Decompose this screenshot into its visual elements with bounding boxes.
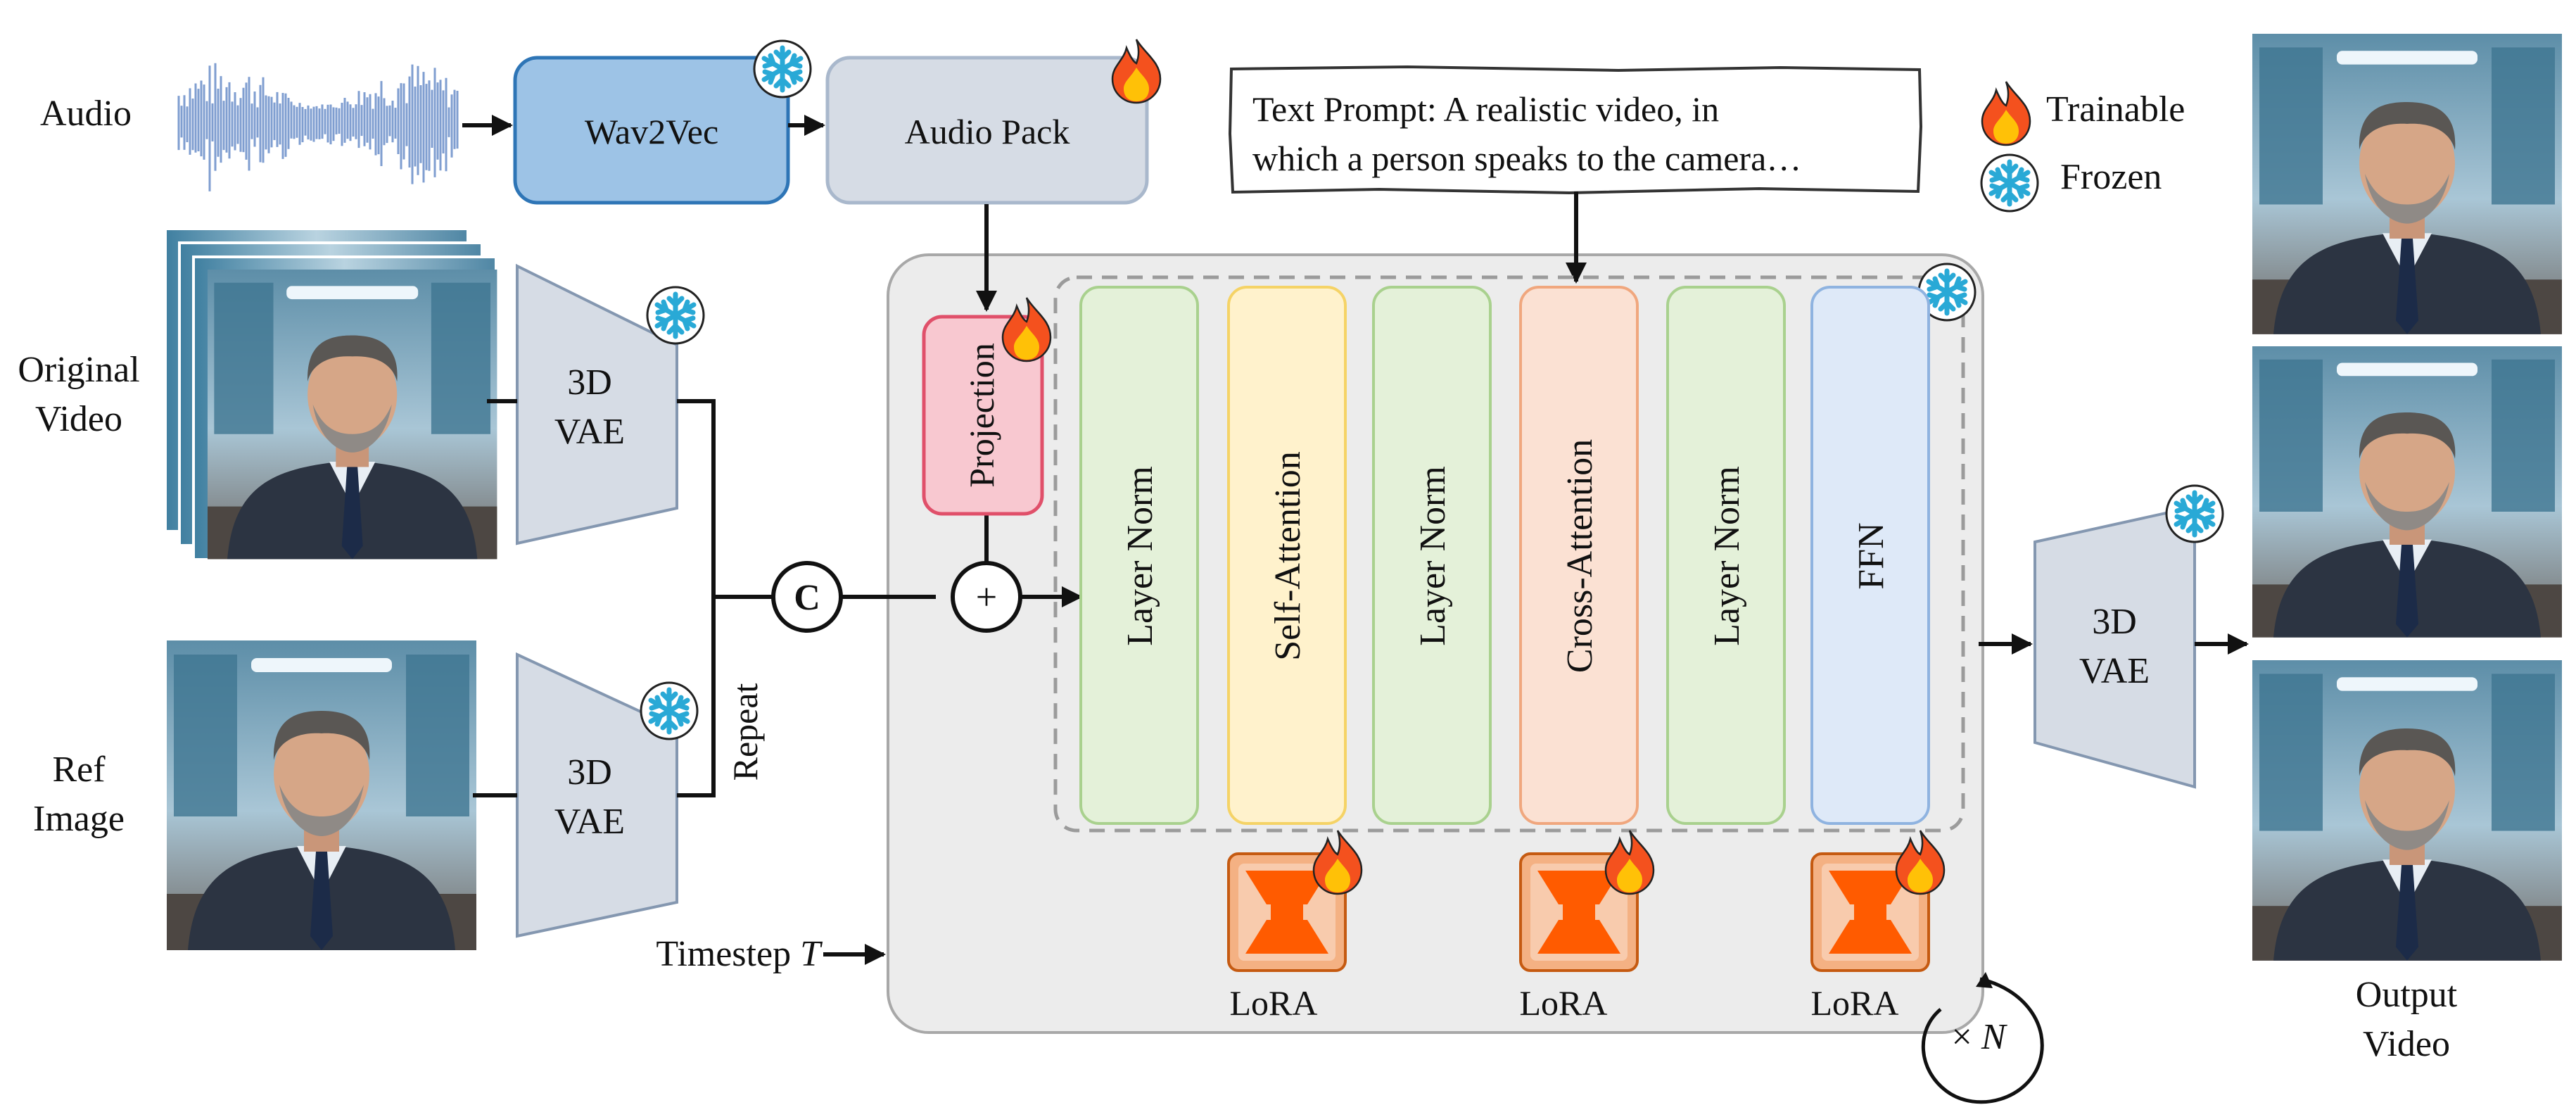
vae-decoder xyxy=(2033,505,2196,789)
flame-icon xyxy=(1981,80,2031,146)
vae-top-label-line2: VAE xyxy=(554,412,625,452)
timestep-label: Timestep T xyxy=(656,934,823,974)
layer-label-4: Cross-Attention xyxy=(1560,439,1600,673)
lora-label-2: LoRA xyxy=(1520,983,1608,1023)
audio-label: Audio xyxy=(40,94,132,134)
output-frame-2 xyxy=(2252,346,2562,638)
projection-box xyxy=(922,315,1044,516)
layer-label-5: Layer Norm xyxy=(1707,466,1747,646)
snowflake-icon xyxy=(1981,155,2038,211)
text-prompt-line2: which a person speaks to the camera… xyxy=(1252,139,1801,178)
frozen-transformer-block xyxy=(1053,275,1965,833)
vae-output-label-line1: 3D xyxy=(2092,602,2137,642)
add-symbol: + xyxy=(976,576,997,618)
layer-block-1 xyxy=(1079,286,1199,825)
vae-bottom-label-line2: VAE xyxy=(554,802,625,842)
loop-count-label: × N xyxy=(1951,1017,2007,1057)
legend-trainable-label: Trainable xyxy=(2046,89,2185,130)
legend: Trainable Frozen xyxy=(1981,80,2185,211)
output-frame-1 xyxy=(2252,34,2562,334)
wav2vec-box xyxy=(513,56,790,205)
legend-frozen-label: Frozen xyxy=(2060,157,2162,197)
text-prompt-line1: Text Prompt: A realistic video, in xyxy=(1252,89,1719,129)
lora-label-3: LoRA xyxy=(1811,983,1899,1023)
add-node xyxy=(951,561,1022,633)
vae-bottom-label-line1: 3D xyxy=(567,752,612,793)
lora-label-1: LoRA xyxy=(1230,983,1318,1023)
snowflake-icon xyxy=(2166,486,2223,542)
vae-encoder-bottom xyxy=(516,652,678,938)
projection-label: Projection xyxy=(962,343,1001,488)
layer-block-2 xyxy=(1227,286,1347,825)
output-video-label-line1: Output xyxy=(2356,975,2458,1015)
audio-pack-box xyxy=(825,56,1149,205)
output-frame-3 xyxy=(2252,660,2562,961)
loop-repeat-indicator: × N xyxy=(1921,972,2044,1104)
snowflake-icon xyxy=(647,287,704,343)
ref-image-label-line2: Image xyxy=(33,799,125,839)
snowflake-icon xyxy=(641,683,697,739)
layer-block-3 xyxy=(1372,286,1492,825)
ref-image xyxy=(167,640,476,950)
vae-encoder-top xyxy=(516,263,678,545)
audio-pack-label: Audio Pack xyxy=(905,112,1070,151)
ref-image-label-line1: Ref xyxy=(52,750,106,790)
layer-label-3: Layer Norm xyxy=(1413,466,1453,646)
vae-output-label-line2: VAE xyxy=(2079,651,2150,691)
layer-block-5 xyxy=(1666,286,1786,825)
layer-block-4 xyxy=(1519,286,1639,825)
layer-label-2: Self-Attention xyxy=(1268,451,1308,661)
concat-node xyxy=(771,561,843,633)
layer-label-1: Layer Norm xyxy=(1120,466,1160,646)
text-prompt-box xyxy=(1228,65,1923,195)
vae-top-label-line1: 3D xyxy=(567,362,612,403)
layer-label-6: FFN xyxy=(1851,522,1891,589)
original-video-label-line1: Original xyxy=(18,350,139,390)
concat-symbol: C xyxy=(794,578,820,618)
original-video-frame xyxy=(208,270,497,560)
output-video-label-line2: Video xyxy=(2363,1024,2450,1064)
original-video-label-line2: Video xyxy=(35,399,122,439)
wav2vec-label: Wav2Vec xyxy=(585,112,718,151)
repeat-label: Repeat xyxy=(725,683,765,781)
connectors xyxy=(462,115,2249,965)
snowflake-icon xyxy=(754,41,811,97)
transformer-layers: Layer Norm Self-Attention Layer Norm Cross-… xyxy=(1079,286,1930,825)
audio-waveform xyxy=(177,63,459,191)
layer-block-6 xyxy=(1810,286,1930,825)
flame-icon xyxy=(1111,38,1162,104)
